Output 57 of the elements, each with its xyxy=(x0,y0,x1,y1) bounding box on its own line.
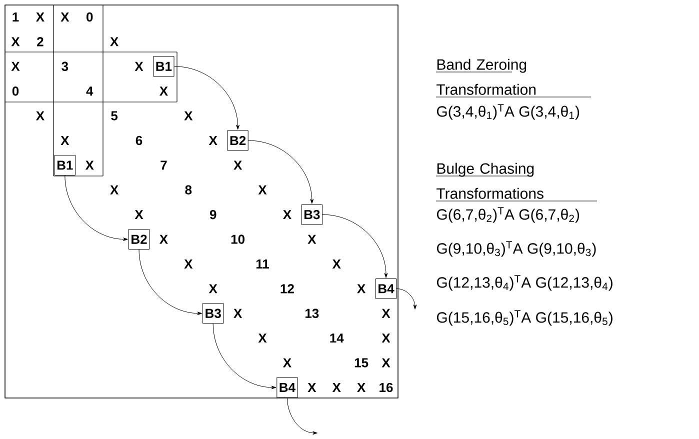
matrix-entry: 14 xyxy=(330,334,344,343)
matrix-entry: 16 xyxy=(380,382,393,392)
formula: G(3,4,θ$_{1}$)$^{T}$A G(3,4,θ$_{1}$) xyxy=(436,104,580,120)
formula: G(9,10,θ$_{3}$)$^{T}$A G(9,10,θ$_{3}$) xyxy=(436,241,596,257)
matrix-entry: X xyxy=(184,260,193,268)
matrix-entry: X xyxy=(36,12,44,22)
block-box: B3 xyxy=(301,204,322,225)
matrix-entry: 8 xyxy=(185,185,192,194)
arrow xyxy=(286,397,318,435)
matrix-entry: X xyxy=(60,12,70,22)
matrix-entry: 1 xyxy=(12,12,19,22)
formula: G(15,16,θ$_{5}$)$^{T}$A G(15,16,θ$_{5}$) xyxy=(436,310,612,326)
matrix-entry: 12 xyxy=(280,284,294,294)
matrix-entry: 0 xyxy=(86,12,93,22)
matrix-entry: 0 xyxy=(12,86,19,96)
arrow xyxy=(138,249,202,316)
matrix-entry: X xyxy=(332,383,341,392)
matrix-entry: 3 xyxy=(62,62,68,71)
arrow xyxy=(64,175,128,241)
arrow xyxy=(322,214,388,278)
block-box: B3 xyxy=(202,303,224,324)
matrix-entry: 10 xyxy=(231,234,244,244)
arrow xyxy=(396,288,417,310)
matrix-entry: 13 xyxy=(306,308,319,318)
matrix-entry: 2 xyxy=(37,37,44,46)
matrix-entry: X xyxy=(110,37,119,46)
matrix-entry: 15 xyxy=(354,358,368,368)
matrix-entry: X xyxy=(332,260,341,268)
matrix-entry: X xyxy=(110,185,119,194)
block-box: B4 xyxy=(276,377,298,398)
matrix-entry: X xyxy=(36,111,44,120)
block-box: B2 xyxy=(227,130,248,151)
matrix-entry: X xyxy=(357,383,366,392)
formula: G(12,13,θ$_{4}$)$^{T}$A G(12,13,θ$_{4}$) xyxy=(436,275,612,291)
arrow xyxy=(212,323,276,390)
block-box: B4 xyxy=(375,278,397,299)
matrix-entry: X xyxy=(258,185,267,194)
matrix-entry: X xyxy=(11,37,20,46)
section-heading: Band Zeroing Transformation xyxy=(436,58,592,98)
arrow xyxy=(174,66,240,130)
matrix-entry: 5 xyxy=(111,111,118,120)
matrix-entry: 4 xyxy=(86,86,94,96)
matrix-entry: X xyxy=(382,334,390,343)
section-heading: Bulge Chasing Transformations xyxy=(436,162,598,202)
matrix-entry: X xyxy=(382,358,390,368)
matrix-entry: 7 xyxy=(160,160,167,170)
arrow xyxy=(248,140,314,204)
matrix-entry: 9 xyxy=(210,210,216,220)
block-box: B1 xyxy=(153,56,174,77)
matrix-entry: X xyxy=(184,111,193,120)
matrix-entry: X xyxy=(258,334,267,343)
block-box: B2 xyxy=(128,229,150,250)
block-box: B1 xyxy=(54,154,76,176)
matrix-entry: 11 xyxy=(256,260,270,268)
formula: G(6,7,θ$_{2}$)$^{T}$A G(6,7,θ$_{2}$) xyxy=(436,207,580,223)
matrix-entry: X xyxy=(11,62,20,71)
matrix-entry: 6 xyxy=(136,136,142,146)
